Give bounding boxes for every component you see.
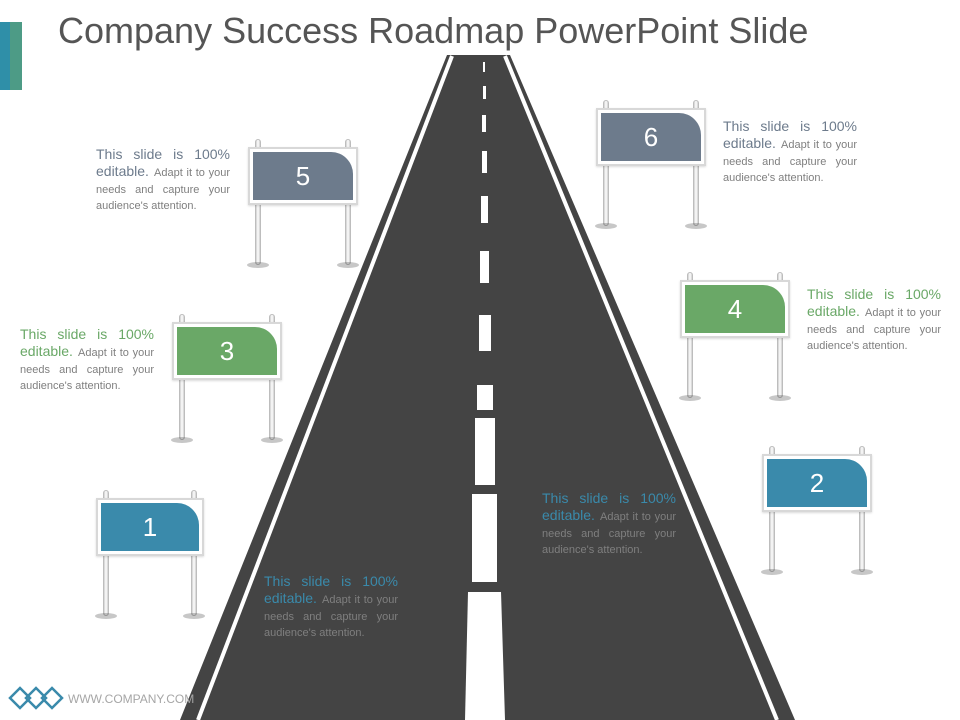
sign-board: 5 [248, 147, 358, 205]
caption-4: This slide is 100% editable. Adapt it to… [807, 287, 941, 354]
sign-face: 4 [685, 285, 785, 333]
sign-board: 6 [596, 108, 706, 166]
post-shadow [685, 223, 707, 229]
caption-body: Adapt it to your needs and capture your … [723, 138, 857, 185]
sign-number: 3 [219, 335, 235, 366]
post-shadow [171, 437, 193, 443]
caption-body: Adapt it to your needs and capture your … [542, 510, 676, 557]
caption-body: Adapt it to your needs and capture your … [20, 346, 154, 393]
caption-heading: This slide is 100% editable. [20, 326, 154, 359]
caption-2: This slide is 100% editable. Adapt it to… [542, 491, 676, 558]
post-shadow [183, 613, 205, 619]
caption-1: This slide is 100% editable. Adapt it to… [264, 574, 398, 641]
post-shadow [851, 569, 873, 575]
caption-body: Adapt it to your needs and capture your … [96, 166, 230, 213]
post-shadow [595, 223, 617, 229]
post-shadow [761, 569, 783, 575]
post-shadow [261, 437, 283, 443]
post-shadow [679, 395, 701, 401]
company-logo-icon [8, 686, 64, 710]
footer-url: WWW.COMPANY.COM [68, 692, 195, 706]
signpost-1: 1 [95, 490, 205, 622]
caption-3: This slide is 100% editable. Adapt it to… [20, 327, 154, 394]
post-shadow [769, 395, 791, 401]
sign-number: 5 [295, 160, 311, 191]
sign-number: 1 [142, 511, 158, 542]
post-shadow [95, 613, 117, 619]
sign-board: 3 [172, 322, 282, 380]
sign-number: 6 [643, 121, 659, 152]
sign-face: 3 [177, 327, 277, 375]
post-shadow [337, 262, 359, 268]
caption-heading: This slide is 100% editable. [723, 118, 857, 151]
signpost-3: 3 [171, 314, 283, 446]
post-shadow [247, 262, 269, 268]
caption-heading: This slide is 100% editable. [264, 573, 398, 606]
caption-heading: This slide is 100% editable. [807, 286, 941, 319]
sign-number: 2 [809, 467, 825, 498]
caption-heading: This slide is 100% editable. [542, 490, 676, 523]
sign-board: 4 [680, 280, 790, 338]
road-edge-right [503, 55, 779, 720]
caption-6: This slide is 100% editable. Adapt it to… [723, 119, 857, 186]
caption-body: Adapt it to your needs and capture your … [807, 306, 941, 353]
caption-heading: This slide is 100% editable. [96, 146, 230, 179]
signpost-4: 4 [679, 272, 791, 404]
caption-5: This slide is 100% editable. Adapt it to… [96, 147, 230, 214]
road-edge-left [196, 55, 454, 720]
sign-number: 4 [727, 293, 743, 324]
sign-face: 1 [101, 503, 199, 551]
sign-face: 2 [767, 459, 867, 507]
sign-board: 2 [762, 454, 872, 512]
slide-title: Company Success Roadmap PowerPoint Slide [58, 10, 809, 51]
caption-body: Adapt it to your needs and capture your … [264, 593, 398, 640]
signpost-2: 2 [761, 446, 873, 578]
road-center-dashes [465, 62, 505, 720]
signpost-5: 5 [247, 139, 359, 271]
accent-bar [0, 22, 22, 90]
sign-face: 6 [601, 113, 701, 161]
sign-face: 5 [253, 152, 353, 200]
sign-board: 1 [96, 498, 204, 556]
signpost-6: 6 [595, 100, 707, 232]
